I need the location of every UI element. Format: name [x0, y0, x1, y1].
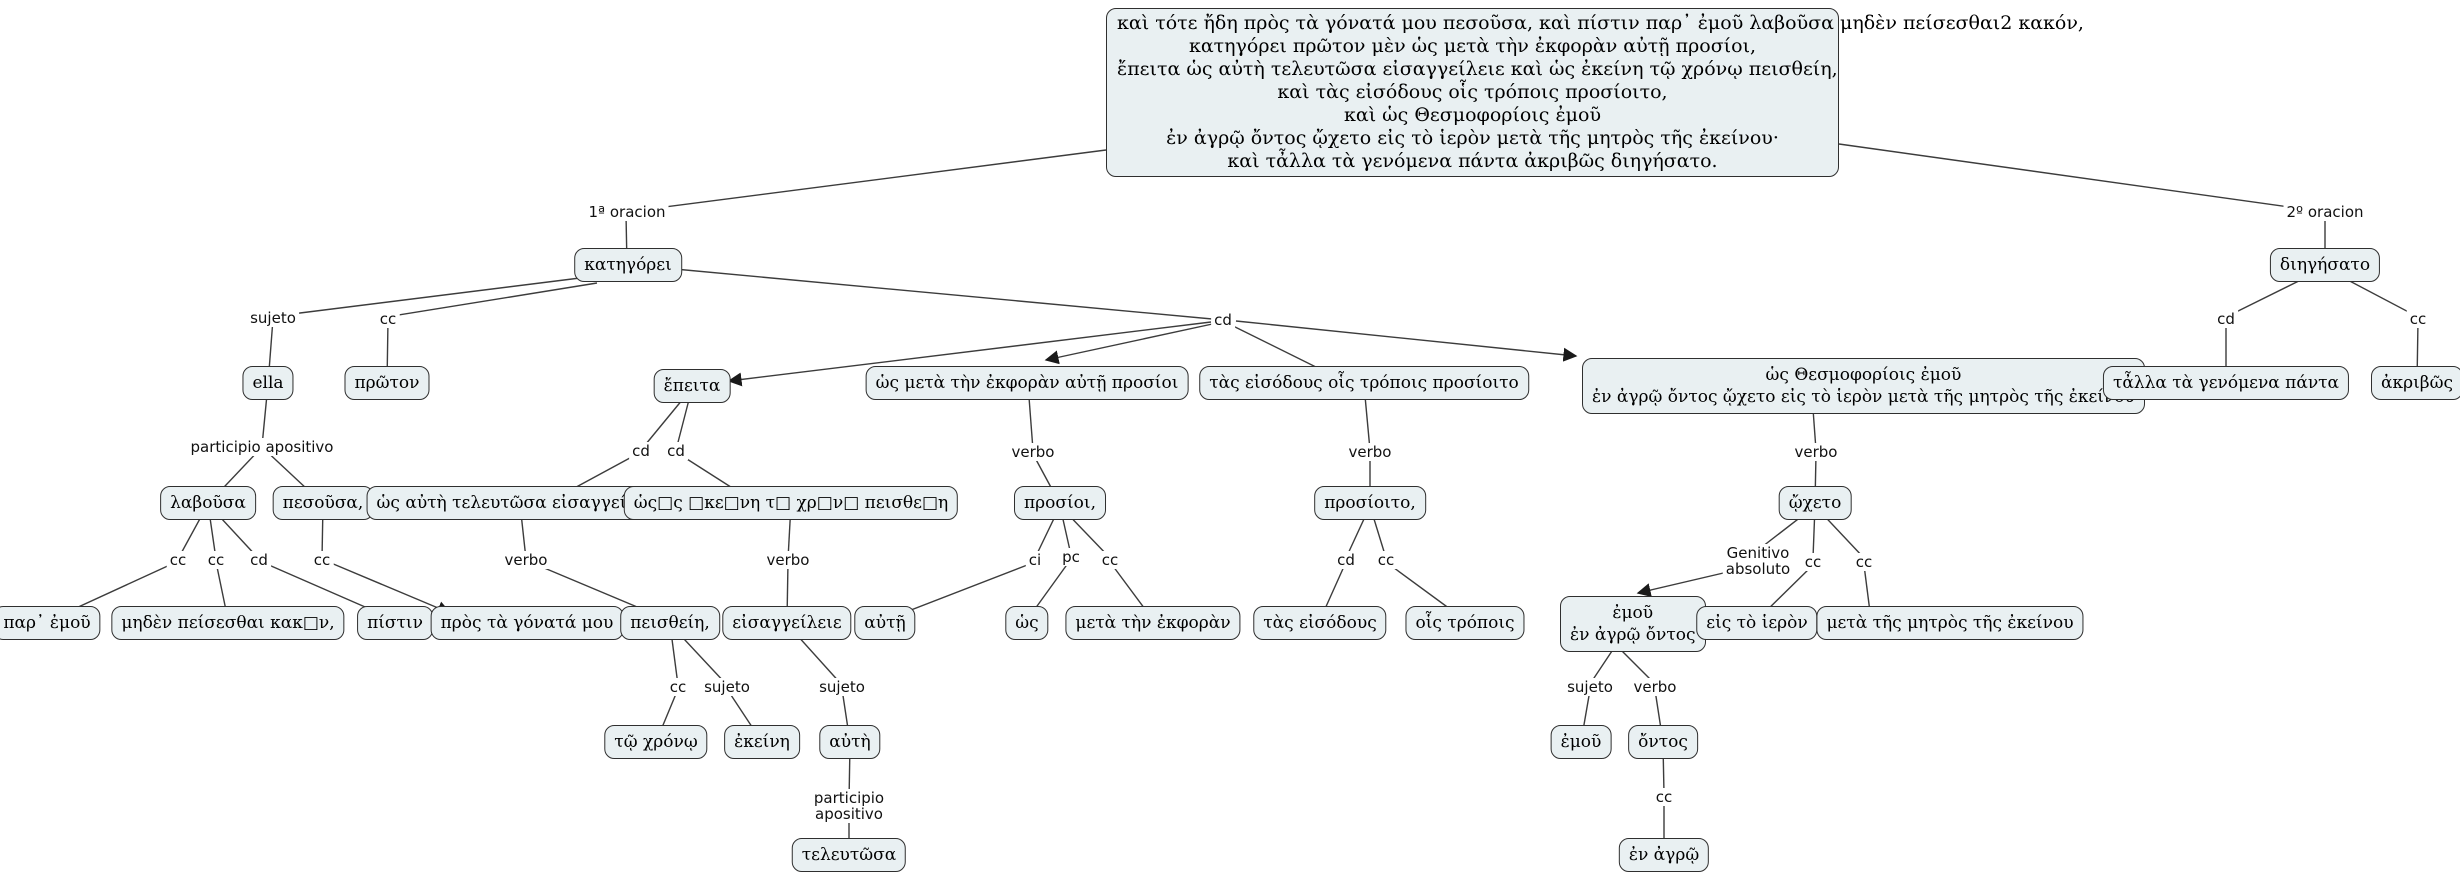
node-emou-en-agro-ontos[interactable]: ἐμοῦ ἐν ἀγρῷ ὄντος [1560, 596, 1706, 652]
label-cc-6[interactable]: cc [1098, 551, 1122, 569]
label-cc-8[interactable]: cc [1801, 553, 1825, 571]
node-root-sentence[interactable]: καὶ τότε ἤδη πρὸς τὰ γόνατά μου πεσοῦσα,… [1106, 8, 2084, 177]
label-sujeto-3[interactable]: sujeto [816, 678, 868, 696]
node-labousa[interactable]: λαβοῦσα [160, 486, 256, 520]
node-kategorei[interactable]: κατηγόρει [574, 248, 682, 282]
label-cd-4[interactable]: cd [1334, 551, 1358, 569]
node-emou[interactable]: ἐμοῦ [1550, 725, 1612, 759]
label-cc-11[interactable]: cc [2406, 310, 2430, 328]
node-eisangeileie[interactable]: εἰσαγγείλειε [722, 606, 852, 640]
label-cc-10[interactable]: cc [1652, 788, 1676, 806]
label-cd-1[interactable]: cd [247, 551, 271, 569]
node-epeita[interactable]: ἔπειτα [653, 369, 731, 403]
node-pistin[interactable]: πίστιν [357, 606, 433, 640]
label-cc-2[interactable]: cc [166, 551, 190, 569]
node-aute[interactable]: αὐτὴ [819, 725, 881, 759]
node-meta-ten-ekphoran[interactable]: μετὰ τὴν ἐκφορὰν [1065, 606, 1241, 640]
label-verbo-5[interactable]: verbo [1791, 443, 1841, 461]
label-cd-3[interactable]: cd [664, 442, 688, 460]
label-cc-9[interactable]: cc [1852, 553, 1876, 571]
node-meta-tes-metros[interactable]: μετὰ τῆς μητρὸς τῆς ἐκείνου [1816, 606, 2084, 640]
node-pros-ta-gonata[interactable]: πρὸς τὰ γόνατά μου [430, 606, 624, 640]
node-prosioito[interactable]: προσίοιτο, [1314, 486, 1426, 520]
node-ella[interactable]: ella [242, 366, 294, 400]
node-ocheto[interactable]: ᾤχετο [1778, 486, 1852, 520]
node-proton[interactable]: πρῶτον [344, 366, 430, 400]
label-verbo-1[interactable]: verbo [501, 551, 551, 569]
label-cc-5[interactable]: cc [666, 678, 690, 696]
node-hos[interactable]: ὡς [1005, 606, 1049, 640]
node-hos-ekeine-clause[interactable]: ὡς□ς □κε□νη τ□ χρ□ν□ πεισθε□η [623, 486, 959, 520]
node-to-chrono[interactable]: τῷ χρόνῳ [604, 725, 708, 759]
label-verbo-3[interactable]: verbo [1008, 443, 1058, 461]
node-par-emou[interactable]: παρ᾽ ἐμοῦ [0, 606, 101, 640]
label-verbo-2[interactable]: verbo [763, 551, 813, 569]
node-talla[interactable]: τἆλλα τὰ γενόμενα πάντα [2102, 366, 2350, 400]
node-ontos[interactable]: ὄντος [1628, 725, 1698, 759]
node-meden-peisesthai[interactable]: μηδὲν πείσεσθαι κακ□ν, [111, 606, 345, 640]
label-cc-4[interactable]: cc [310, 551, 334, 569]
node-tas-eisodous[interactable]: τὰς εἰσόδους [1253, 606, 1387, 640]
node-diegesato[interactable]: διηγήσατο [2269, 248, 2381, 282]
node-akribos[interactable]: ἀκριβῶς [2371, 366, 2460, 400]
label-cc-7[interactable]: cc [1374, 551, 1398, 569]
node-hos-meta-clause[interactable]: ὡς μετὰ τὴν ἐκφορὰν αὐτῇ προσίοι [865, 366, 1189, 400]
label-ci[interactable]: ci [1025, 551, 1045, 569]
label-verbo-4[interactable]: verbo [1345, 443, 1395, 461]
label-participio-apositivo-2[interactable]: participio apositivo [810, 789, 888, 823]
label-cd-2[interactable]: cd [629, 442, 653, 460]
node-aute-dat[interactable]: αὐτῇ [854, 606, 916, 640]
node-teleutosa[interactable]: τελευτῶσα [791, 838, 907, 872]
label-cc-1[interactable]: cc [376, 310, 400, 328]
label-participio-apositivo-1[interactable]: participio apositivo [187, 438, 337, 456]
node-peistheie[interactable]: πεισθείη, [620, 606, 720, 640]
node-thesmophoria-clause[interactable]: ὡς Θεσμοφορίοις ἐμοῦ ἐν ἀγρῷ ὄντος ᾤχετο… [1582, 358, 2145, 414]
node-pesousa[interactable]: πεσοῦσα, [272, 486, 374, 520]
label-cd-5[interactable]: cd [2214, 310, 2238, 328]
node-eis-to-hieron[interactable]: εἰς τὸ ἱερὸν [1696, 606, 1818, 640]
label-sujeto-4[interactable]: sujeto [1564, 678, 1616, 696]
node-hois-tropois[interactable]: οἷς τρόποις [1405, 606, 1525, 640]
label-sujeto-2[interactable]: sujeto [701, 678, 753, 696]
label-1a-oracion[interactable]: 1ª oracion [585, 203, 669, 221]
label-verbo-6[interactable]: verbo [1630, 678, 1680, 696]
label-2o-oracion[interactable]: 2º oracion [2283, 203, 2367, 221]
node-tas-eisodous-clause[interactable]: τὰς εἰσόδους οἷς τρόποις προσίοιτο [1199, 366, 1529, 400]
label-pc[interactable]: pc [1059, 548, 1083, 566]
node-en-agro[interactable]: ἐν ἀγρῷ [1618, 838, 1710, 872]
node-prosioi[interactable]: προσίοι, [1014, 486, 1106, 520]
label-genitivo-absoluto[interactable]: Genitivo absoluto [1722, 544, 1794, 578]
label-cc-3[interactable]: cc [204, 551, 228, 569]
label-cd-hub[interactable]: cd [1211, 311, 1235, 329]
node-ekeine[interactable]: ἐκείνη [724, 725, 800, 759]
label-sujeto-1[interactable]: sujeto [247, 309, 299, 327]
